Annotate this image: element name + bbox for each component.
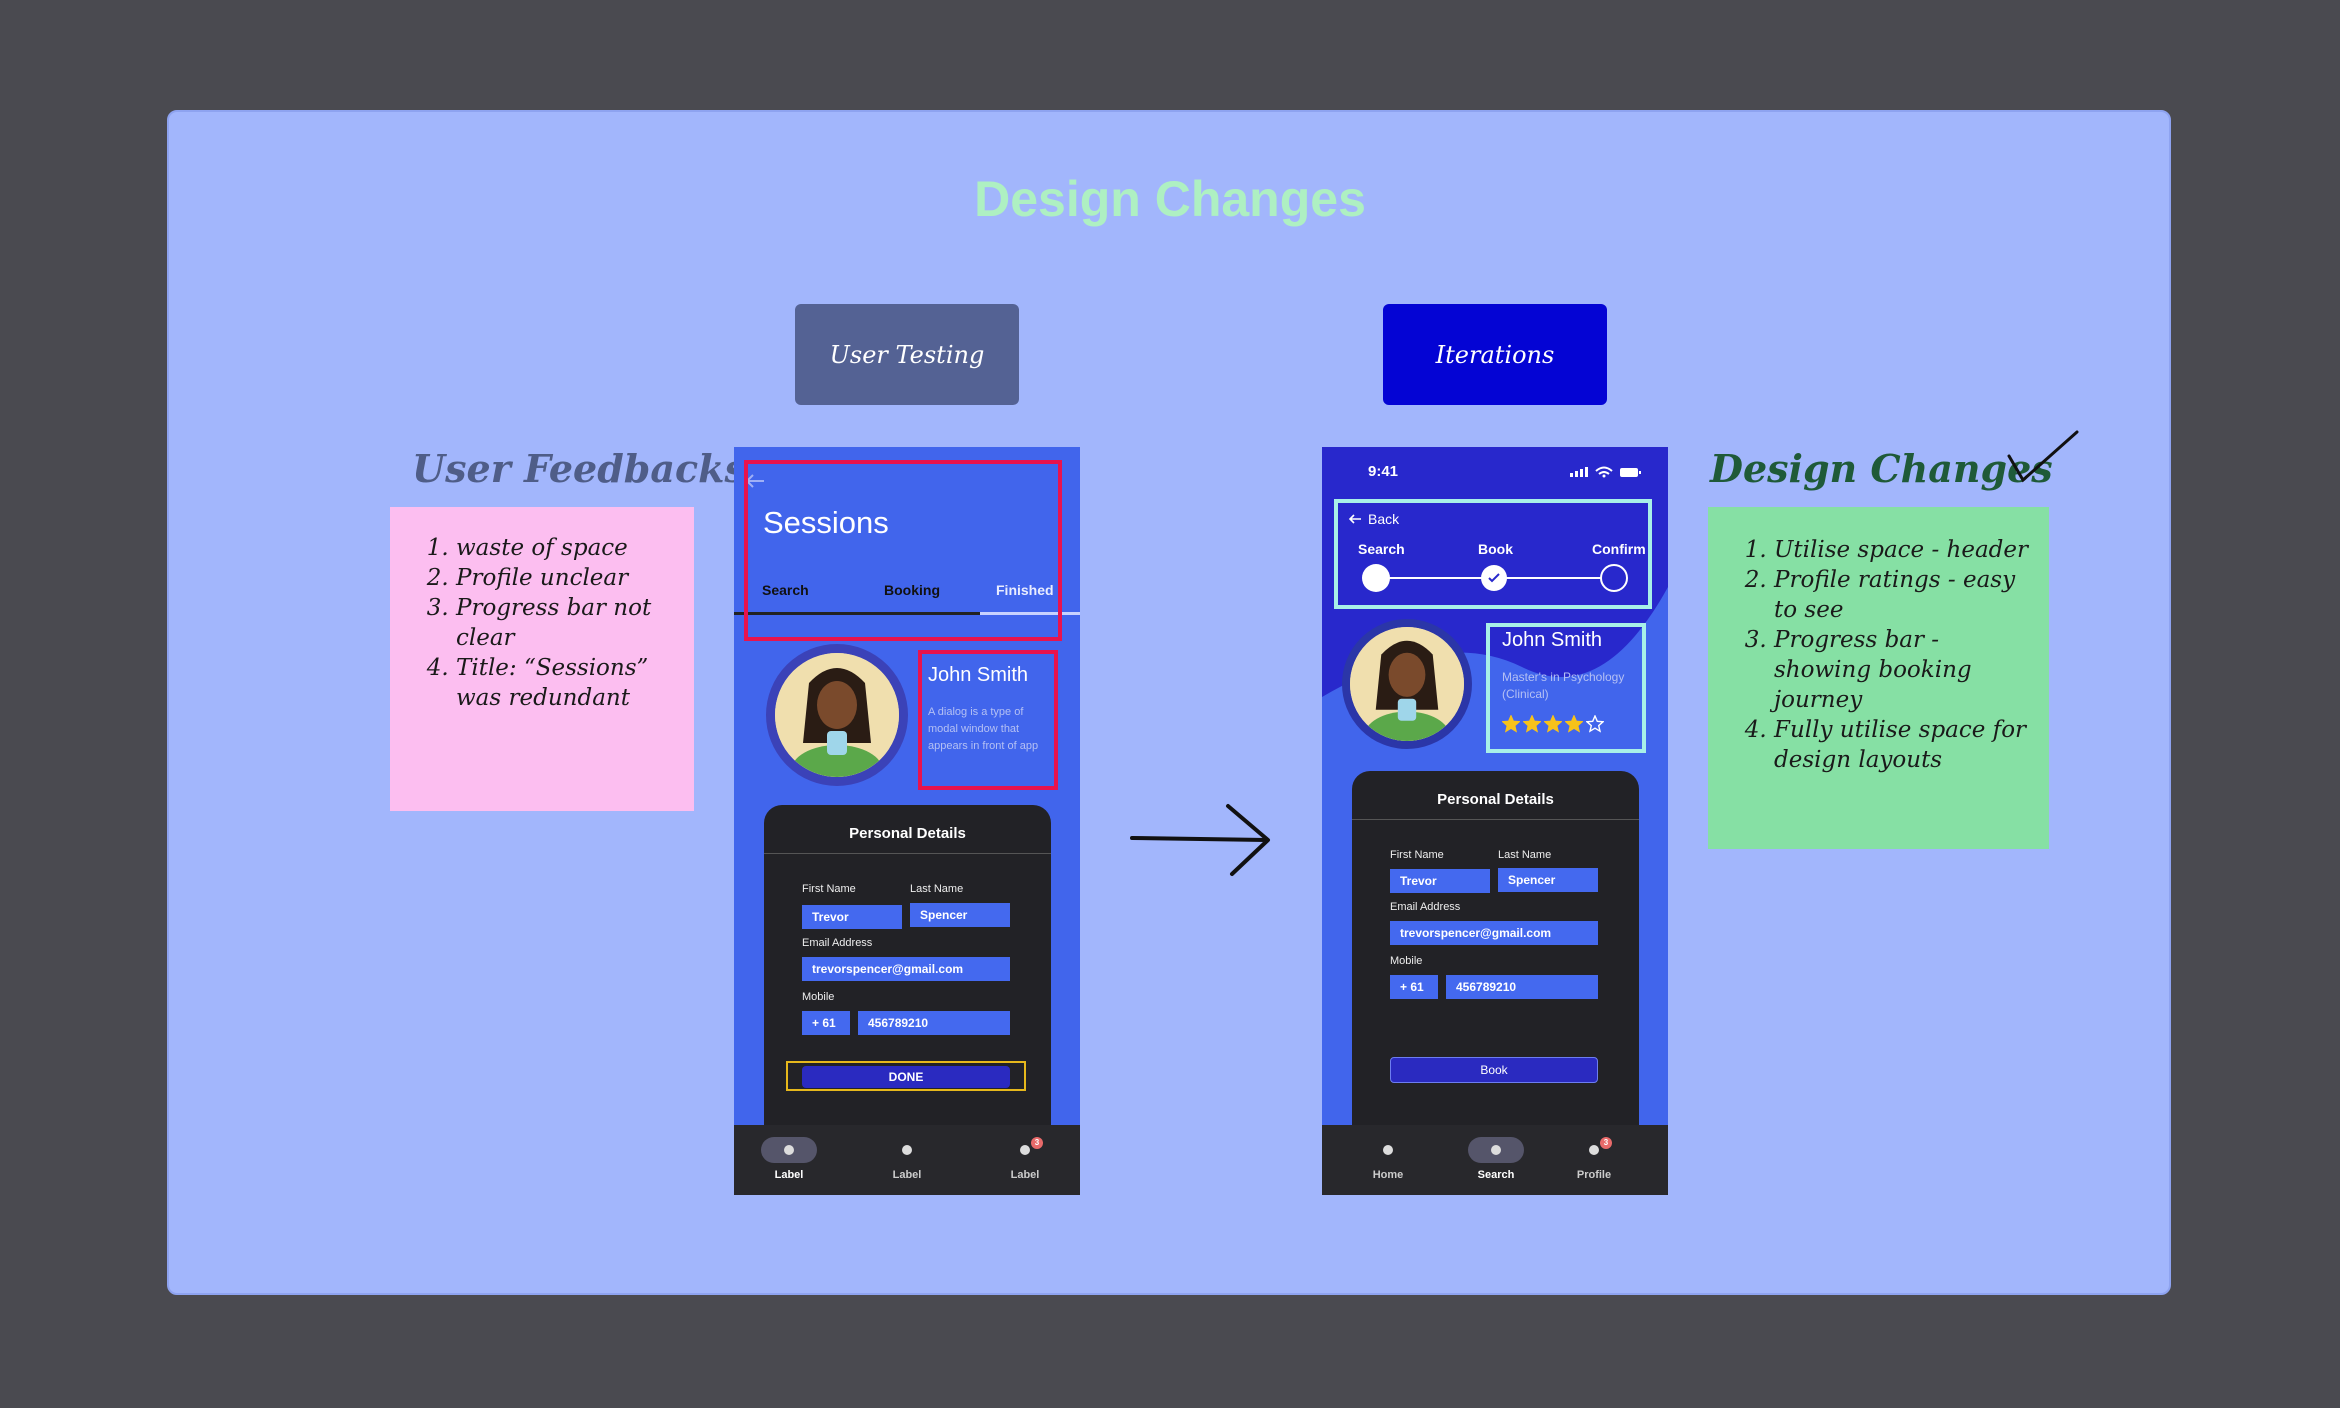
feedback-item: waste of space [456, 533, 676, 563]
check-icon [1488, 573, 1500, 583]
change-item: Utilise space - header [1774, 535, 2031, 565]
feedback-item: Profile unclear [456, 563, 676, 593]
nav-dot-icon [902, 1145, 912, 1155]
profile-name: John Smith [1502, 629, 1603, 651]
profile-desc: A dialog is a type of modal window that … [928, 706, 1039, 752]
highlight-header [744, 460, 1062, 641]
step-dot-book [1481, 565, 1507, 591]
step-dot-search [1362, 564, 1390, 592]
highlight-profile [1486, 623, 1646, 753]
last-name-label: Last Name [910, 883, 964, 895]
star-empty-icon [1586, 715, 1604, 733]
old-screen: Sessions Search Booking Finished John Sm… [734, 447, 1080, 1195]
nav-dot-icon [1020, 1145, 1030, 1155]
first-name-field[interactable]: Trevor [1390, 869, 1490, 893]
feedback-note: waste of space Profile unclear Progress … [390, 507, 694, 811]
notification-badge: 3 [1031, 1137, 1043, 1149]
nav-item-search[interactable]: Search [1456, 1137, 1536, 1181]
email-label: Email Address [802, 937, 873, 949]
nav-item-3[interactable]: 3 Label [985, 1137, 1065, 1181]
back-arrow-icon[interactable] [1348, 513, 1362, 525]
arrow-right-icon [1130, 804, 1270, 876]
avatar [1342, 619, 1472, 749]
iterations-tag: Iterations [1383, 304, 1607, 405]
country-code-field[interactable]: + 61 [1390, 975, 1438, 999]
mobile-label: Mobile [802, 991, 835, 1003]
last-name-field[interactable]: Spencer [1498, 868, 1598, 892]
nav-dot-icon [784, 1145, 794, 1155]
highlight-progress [1334, 499, 1652, 609]
avatar [766, 644, 908, 786]
feedback-item: Progress bar not clear [456, 593, 676, 653]
star-filled-icon [1502, 715, 1520, 733]
new-screen: 9:41 Back Search Book Confirm John Smith… [1322, 447, 1668, 1195]
changes-heading: Design Changes [1710, 446, 2053, 491]
last-name-label: Last Name [1498, 849, 1552, 861]
change-item: Progress bar - showing booking journey [1774, 625, 2031, 715]
nav-item-profile[interactable]: 3 Profile [1576, 1137, 1612, 1181]
email-label: Email Address [1390, 901, 1461, 913]
person-illustration-icon [1350, 627, 1464, 741]
home-dot-icon [1383, 1145, 1393, 1155]
bottom-nav: Home Search 3 Profile [1322, 1125, 1668, 1195]
profile-desc: Master's in Psychology (Clinical) [1502, 670, 1625, 701]
profile-name: John Smith [928, 664, 1029, 686]
step-label-confirm: Confirm [1592, 541, 1646, 557]
bottom-nav: Label Label 3 Label [734, 1125, 1080, 1195]
step-dot-confirm [1600, 564, 1628, 592]
done-button[interactable]: DONE [802, 1066, 1010, 1088]
star-filled-icon [1565, 715, 1583, 733]
first-name-label: First Name [802, 883, 856, 895]
change-item: Fully utilise space for design layouts [1774, 715, 2031, 775]
feedback-heading: User Feedbacks [412, 446, 746, 491]
screen-title: Sessions [763, 505, 889, 540]
email-field[interactable]: trevorspencer@gmail.com [1390, 921, 1598, 945]
highlight-profile [918, 650, 1058, 790]
mobile-label: Mobile [1390, 955, 1423, 967]
user-testing-tag: User Testing [795, 304, 1019, 405]
rating-stars [1502, 715, 1604, 733]
change-item: Profile ratings - easy to see [1774, 565, 2031, 625]
card-title: Personal Details [849, 825, 966, 842]
changes-note: Utilise space - header Profile ratings -… [1708, 507, 2049, 849]
first-name-label: First Name [1390, 849, 1444, 861]
card-title: Personal Details [1437, 791, 1554, 808]
last-name-field[interactable]: Spencer [910, 903, 1010, 927]
highlight-done-button [786, 1061, 1026, 1091]
back-link[interactable]: Back [1368, 511, 1400, 527]
search-dot-icon [1491, 1145, 1501, 1155]
step-label-book: Book [1478, 541, 1513, 557]
tab-finished[interactable]: Finished [996, 582, 1054, 598]
mobile-field[interactable]: 456789210 [858, 1011, 1010, 1035]
tab-search[interactable]: Search [762, 582, 809, 598]
person-illustration-icon [775, 653, 899, 777]
status-icons [1570, 466, 1641, 478]
feedback-item: Title: “Sessions” was redundant [456, 653, 676, 713]
checkmark-icon [2007, 430, 2079, 483]
email-field[interactable]: trevorspencer@gmail.com [802, 957, 1010, 981]
nav-item-1[interactable]: Label [749, 1137, 829, 1181]
nav-item-home[interactable]: Home [1348, 1137, 1428, 1181]
status-time: 9:41 [1368, 463, 1399, 480]
star-filled-icon [1523, 715, 1541, 733]
country-code-field[interactable]: + 61 [802, 1011, 850, 1035]
book-button[interactable]: Book [1390, 1057, 1598, 1083]
first-name-field[interactable]: Trevor [802, 905, 902, 929]
nav-item-2[interactable]: Label [867, 1137, 947, 1181]
profile-dot-icon [1589, 1145, 1599, 1155]
page-title: Design Changes [974, 171, 1366, 227]
mobile-field[interactable]: 456789210 [1446, 975, 1598, 999]
personal-details-card: Personal Details First Name Last Name Tr… [1352, 771, 1639, 1171]
notification-badge: 3 [1600, 1137, 1612, 1149]
step-label-search: Search [1358, 541, 1405, 557]
star-filled-icon [1544, 715, 1562, 733]
tab-booking[interactable]: Booking [884, 582, 940, 598]
